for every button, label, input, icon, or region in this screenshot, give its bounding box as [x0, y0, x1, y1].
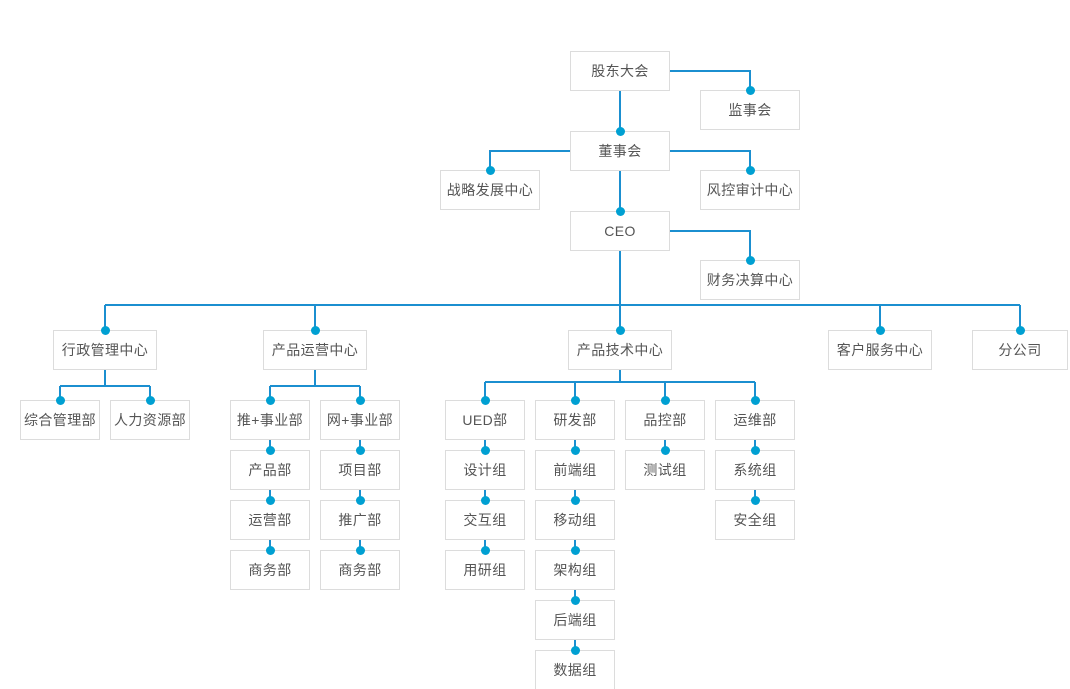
connector-dot	[875, 325, 885, 335]
node-operation-dept[interactable]: 运营部	[230, 500, 310, 540]
connector-dot	[355, 495, 365, 505]
connector-dot	[745, 165, 755, 175]
connector-dot	[265, 445, 275, 455]
node-product-dept[interactable]: 产品部	[230, 450, 310, 490]
node-branch-company[interactable]: 分公司	[972, 330, 1068, 370]
node-ued-dept[interactable]: UED部	[445, 400, 525, 440]
node-finance-settlement-center[interactable]: 财务决算中心	[700, 260, 800, 300]
connector-dot	[355, 445, 365, 455]
node-customer-service-center[interactable]: 客户服务中心	[828, 330, 932, 370]
connector-dot	[100, 325, 110, 335]
node-qc-dept[interactable]: 品控部	[625, 400, 705, 440]
connector-dot	[615, 206, 625, 216]
node-test-group[interactable]: 测试组	[625, 450, 705, 490]
node-frontend-group[interactable]: 前端组	[535, 450, 615, 490]
connector-dot	[265, 495, 275, 505]
node-design-group[interactable]: 设计组	[445, 450, 525, 490]
connector-dot	[480, 495, 490, 505]
connector-dot	[745, 255, 755, 265]
connector-dot	[265, 395, 275, 405]
connector-dot	[570, 645, 580, 655]
connector-dot	[480, 545, 490, 555]
node-general-management-dept[interactable]: 综合管理部	[20, 400, 100, 440]
node-product-technology-center[interactable]: 产品技术中心	[568, 330, 672, 370]
connector-dot	[480, 445, 490, 455]
node-human-resources-dept[interactable]: 人力资源部	[110, 400, 190, 440]
connector-dot	[55, 395, 65, 405]
node-risk-audit-center[interactable]: 风控审计中心	[700, 170, 800, 210]
node-wang-plus-division[interactable]: 网+事业部	[320, 400, 400, 440]
node-strategy-development-center[interactable]: 战略发展中心	[440, 170, 540, 210]
connector-dot	[570, 395, 580, 405]
node-backend-group[interactable]: 后端组	[535, 600, 615, 640]
connector-dot	[570, 595, 580, 605]
node-ceo[interactable]: CEO	[570, 211, 670, 251]
connector-dot	[355, 545, 365, 555]
connector-dot	[750, 495, 760, 505]
connector-dot	[745, 85, 755, 95]
node-product-operation-center[interactable]: 产品运营中心	[263, 330, 367, 370]
node-project-dept[interactable]: 项目部	[320, 450, 400, 490]
connector-dot	[570, 495, 580, 505]
connector-dot	[485, 165, 495, 175]
connector-dot	[660, 395, 670, 405]
node-business-dept-left[interactable]: 商务部	[230, 550, 310, 590]
node-admin-management-center[interactable]: 行政管理中心	[53, 330, 157, 370]
connector-dot	[570, 445, 580, 455]
connector-dot	[1015, 325, 1025, 335]
connector-dot	[570, 545, 580, 555]
node-rd-dept[interactable]: 研发部	[535, 400, 615, 440]
connector-dot	[750, 395, 760, 405]
node-promotion-dept[interactable]: 推广部	[320, 500, 400, 540]
node-data-group[interactable]: 数据组	[535, 650, 615, 689]
node-business-dept-right[interactable]: 商务部	[320, 550, 400, 590]
connector-dot	[660, 445, 670, 455]
node-ops-dept[interactable]: 运维部	[715, 400, 795, 440]
node-security-group[interactable]: 安全组	[715, 500, 795, 540]
connector-dot	[265, 545, 275, 555]
node-supervisory-board[interactable]: 监事会	[700, 90, 800, 130]
node-architecture-group[interactable]: 架构组	[535, 550, 615, 590]
connector-dot	[145, 395, 155, 405]
connector-dot	[615, 126, 625, 136]
node-shareholders-meeting[interactable]: 股东大会	[570, 51, 670, 91]
node-tui-plus-division[interactable]: 推+事业部	[230, 400, 310, 440]
connector-dot	[355, 395, 365, 405]
node-board-of-directors[interactable]: 董事会	[570, 131, 670, 171]
connector-dot	[480, 395, 490, 405]
connector-dot	[615, 325, 625, 335]
node-interaction-group[interactable]: 交互组	[445, 500, 525, 540]
connector-dot	[310, 325, 320, 335]
node-system-group[interactable]: 系统组	[715, 450, 795, 490]
node-mobile-group[interactable]: 移动组	[535, 500, 615, 540]
node-user-research-group[interactable]: 用研组	[445, 550, 525, 590]
connector-dot	[750, 445, 760, 455]
